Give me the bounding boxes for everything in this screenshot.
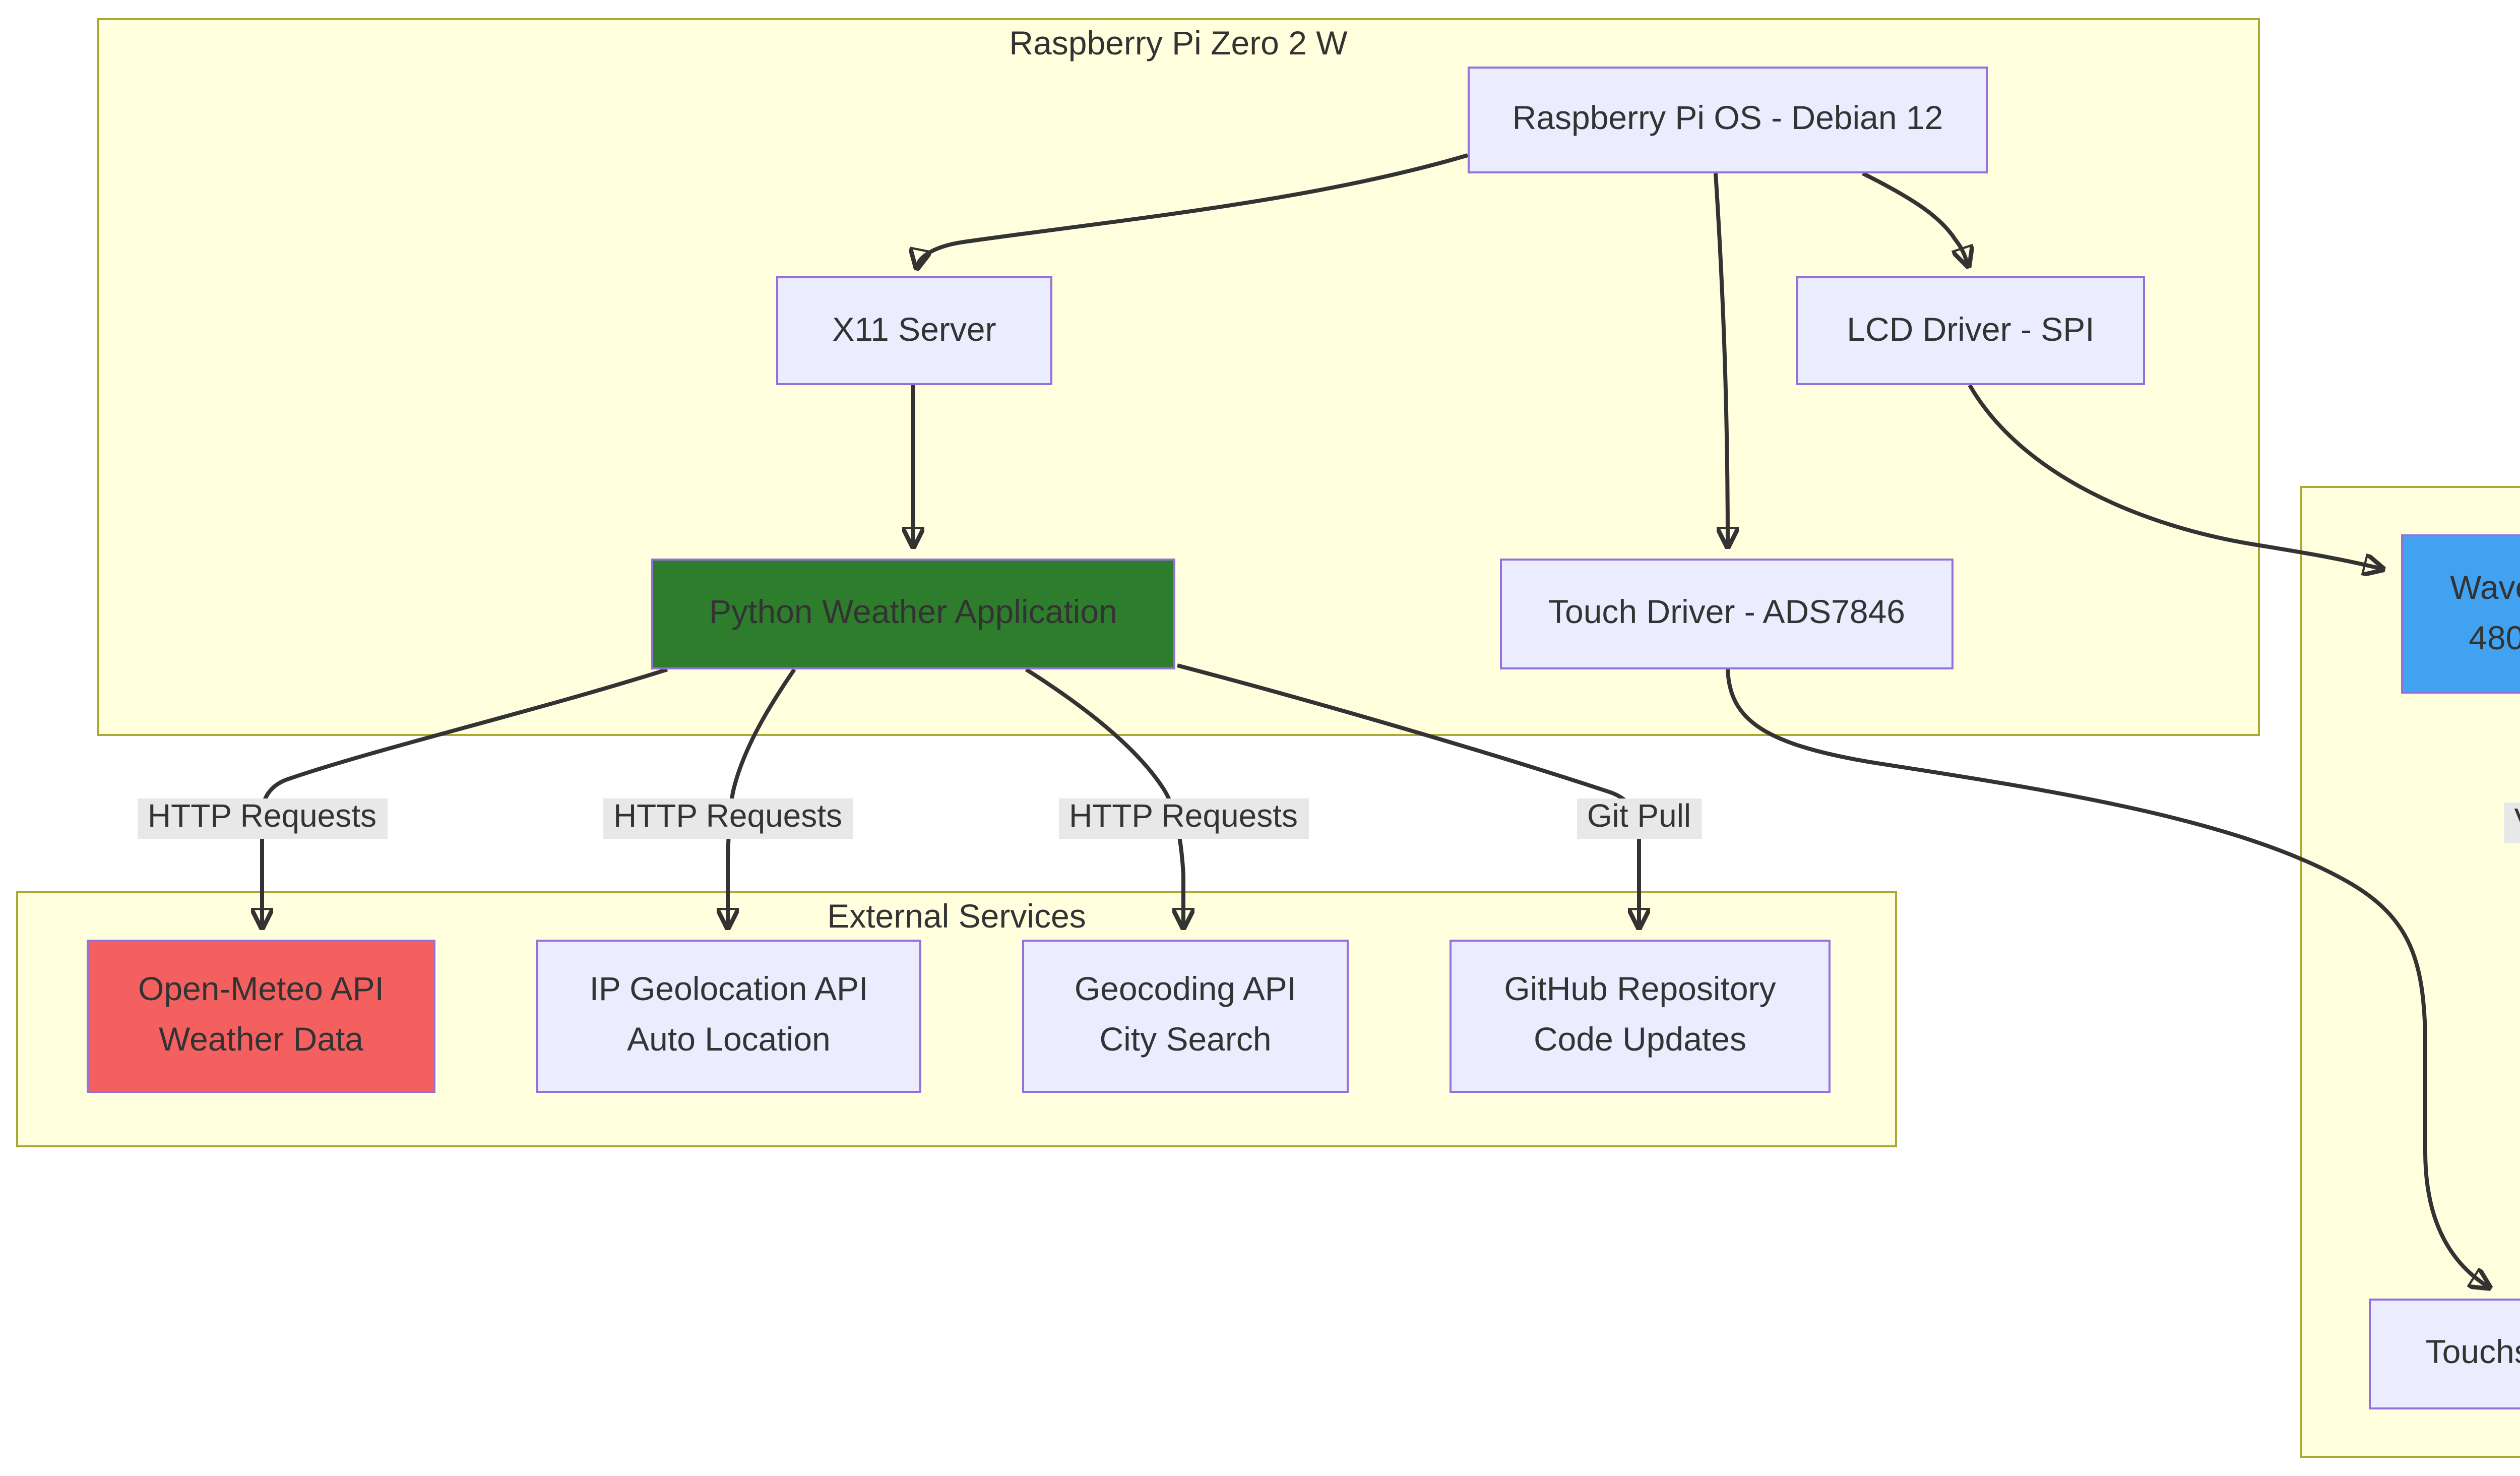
node-label: IP Geolocation API — [589, 972, 868, 1008]
edge-lcd-driver-waveshare — [1968, 384, 2381, 569]
node-label: X11 Server — [832, 312, 996, 348]
node-geocoding-api: Geocoding API City Search — [1022, 940, 1349, 1093]
node-label: Auto Location — [627, 1022, 831, 1059]
edge-app-geocoding — [1025, 667, 1183, 926]
node-python-weather-application: Python Weather Application — [651, 559, 1175, 669]
edge-app-ip-geolocation — [728, 668, 796, 926]
node-label: Touchscreen Controller — [2425, 1335, 2520, 1371]
node-label: Weather Data — [159, 1022, 363, 1059]
edge-os-x11 — [917, 153, 1469, 266]
node-touchscreen-controller: Touchscreen Controller — [2369, 1299, 2520, 1409]
node-touch-driver-ads7846: Touch Driver - ADS7846 — [1500, 559, 1954, 669]
edge-touch-driver-touchscreen — [1726, 669, 2488, 1286]
node-label: Waveshare 4inch LCD — [2450, 570, 2520, 606]
edge-os-touch-driver — [1714, 173, 1728, 544]
node-label: Python Weather Application — [709, 595, 1117, 631]
edge-label-git-pull: Git Pull — [1577, 798, 1702, 839]
node-label: Open-Meteo API — [138, 972, 384, 1008]
node-waveshare-lcd: Waveshare 4inch LCD 480x320 Resolution — [2401, 534, 2520, 694]
node-label: Code Updates — [1534, 1022, 1746, 1059]
node-label: Geocoding API — [1074, 972, 1297, 1008]
edge-label-http-requests-1: HTTP Requests — [137, 798, 387, 839]
node-label: GitHub Repository — [1504, 972, 1776, 1008]
edge-os-lcd-driver — [1862, 171, 1968, 264]
node-x11-server: X11 Server — [776, 276, 1052, 385]
cluster-title-raspberry-pi: Raspberry Pi Zero 2 W — [1009, 26, 1348, 63]
edge-label-http-requests-3: HTTP Requests — [1058, 798, 1308, 839]
node-github-repository: GitHub Repository Code Updates — [1450, 940, 1831, 1093]
node-label: City Search — [1099, 1022, 1272, 1059]
node-open-meteo-api: Open-Meteo API Weather Data — [87, 940, 435, 1093]
edge-app-github — [1176, 663, 1639, 926]
node-label: LCD Driver - SPI — [1847, 312, 2095, 348]
edge-label-visual-output: Visual Output — [2504, 803, 2520, 843]
node-label: Touch Driver - ADS7846 — [1548, 595, 1905, 631]
node-label: Raspberry Pi OS - Debian 12 — [1512, 101, 1943, 137]
node-raspberry-pi-os: Raspberry Pi OS - Debian 12 — [1468, 67, 1988, 173]
edge-label-http-requests-2: HTTP Requests — [603, 798, 853, 839]
cluster-title-external-services: External Services — [827, 899, 1086, 936]
node-ip-geolocation-api: IP Geolocation API Auto Location — [536, 940, 921, 1093]
node-lcd-driver-spi: LCD Driver - SPI — [1796, 276, 2145, 385]
edge-app-open-meteo — [262, 667, 668, 926]
node-label: 480x320 Resolution — [2469, 620, 2520, 656]
